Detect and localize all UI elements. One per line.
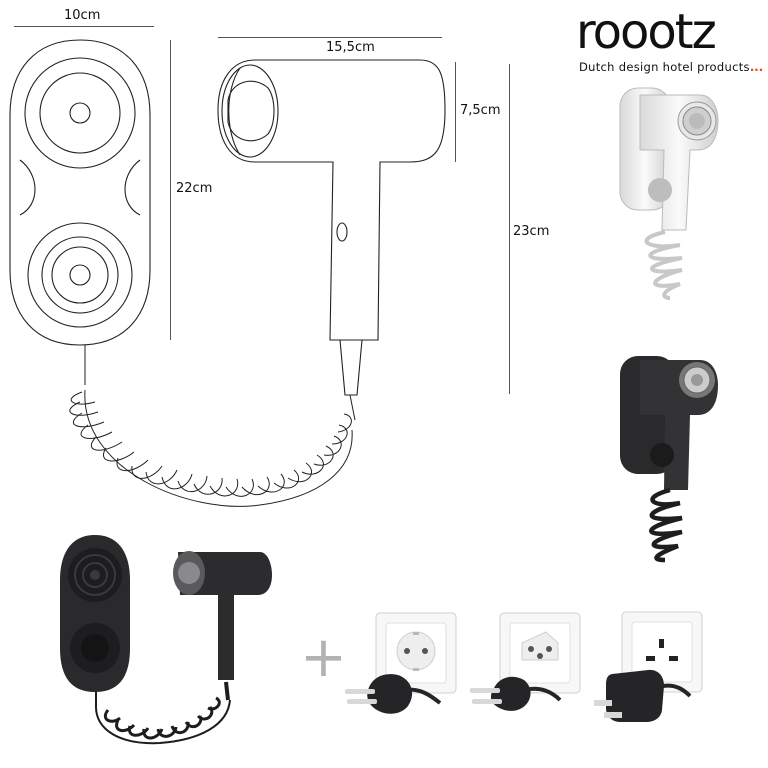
dryer-total-height-label: 23cm	[513, 224, 550, 239]
holder-height-line	[170, 40, 171, 340]
brand-tagline: Dutch design hotel products	[579, 60, 750, 74]
brand-logo: roootz	[576, 4, 717, 60]
holder-width-label: 10cm	[64, 8, 101, 23]
plus-sign: +	[300, 625, 347, 690]
brand-name: roootz	[576, 4, 717, 60]
dryer-total-height-line	[509, 64, 510, 394]
dryer-width-line	[218, 37, 442, 38]
holder-width-line	[14, 26, 154, 27]
tagline-dots: ...	[749, 58, 764, 75]
holder-height-label: 22cm	[176, 181, 213, 196]
dryer-head-height-label: 7,5cm	[460, 103, 501, 118]
dryer-width-label: 15,5cm	[326, 40, 375, 55]
dryer-head-height-line	[455, 62, 456, 162]
brand-tagline-row: Dutch design hotel products...	[579, 58, 763, 76]
